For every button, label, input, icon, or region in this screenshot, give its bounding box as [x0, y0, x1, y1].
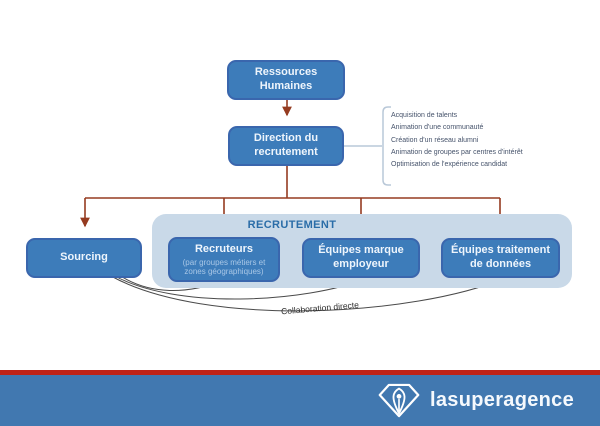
lasuperagence-logo-icon	[378, 383, 420, 418]
node-label: Direction du recrutement	[253, 132, 319, 158]
node-label: Sourcing	[60, 251, 108, 264]
responsibilities-list: Acquisition de talents Animation d'une c…	[391, 110, 523, 171]
node-recruteurs: Recruteurs (par groupes métiers et zones…	[168, 237, 280, 282]
node-equipes-traitement-donnees: Équipes traitement de données	[441, 238, 560, 278]
node-label: Recruteurs	[194, 242, 254, 255]
recrutement-group-title: RECRUTEMENT	[247, 219, 337, 231]
responsibility-item: Animation d'une communauté	[391, 124, 484, 132]
node-equipes-marque-employeur: Équipes marque employeur	[302, 238, 420, 278]
brand-name: lasuperagence	[430, 389, 574, 411]
responsibility-item: Création d'un réseau alumni	[391, 136, 479, 144]
node-direction-recrutement: Direction du recrutement	[228, 126, 344, 166]
node-sourcing: Sourcing	[26, 238, 142, 278]
responsibility-item: Animation de groupes par centres d'intér…	[391, 148, 523, 156]
node-ressources-humaines: Ressources Humaines	[227, 60, 345, 100]
responsibility-item: Acquisition de talents	[391, 112, 458, 119]
footer-bar: lasuperagence	[0, 375, 600, 426]
node-label: Ressources Humaines	[254, 66, 318, 92]
node-label: Équipes marque employeur	[318, 244, 404, 270]
collaboration-label: Collaboration directe	[280, 299, 360, 317]
responsibilities-bracket	[344, 106, 391, 186]
node-sublabel: (par groupes métiers et zones géographiq…	[182, 257, 266, 276]
red-stripe	[0, 370, 600, 375]
node-label: Équipes traitement de données	[450, 244, 551, 270]
responsibility-item: Optimisation de l'expérience candidat	[391, 161, 508, 169]
